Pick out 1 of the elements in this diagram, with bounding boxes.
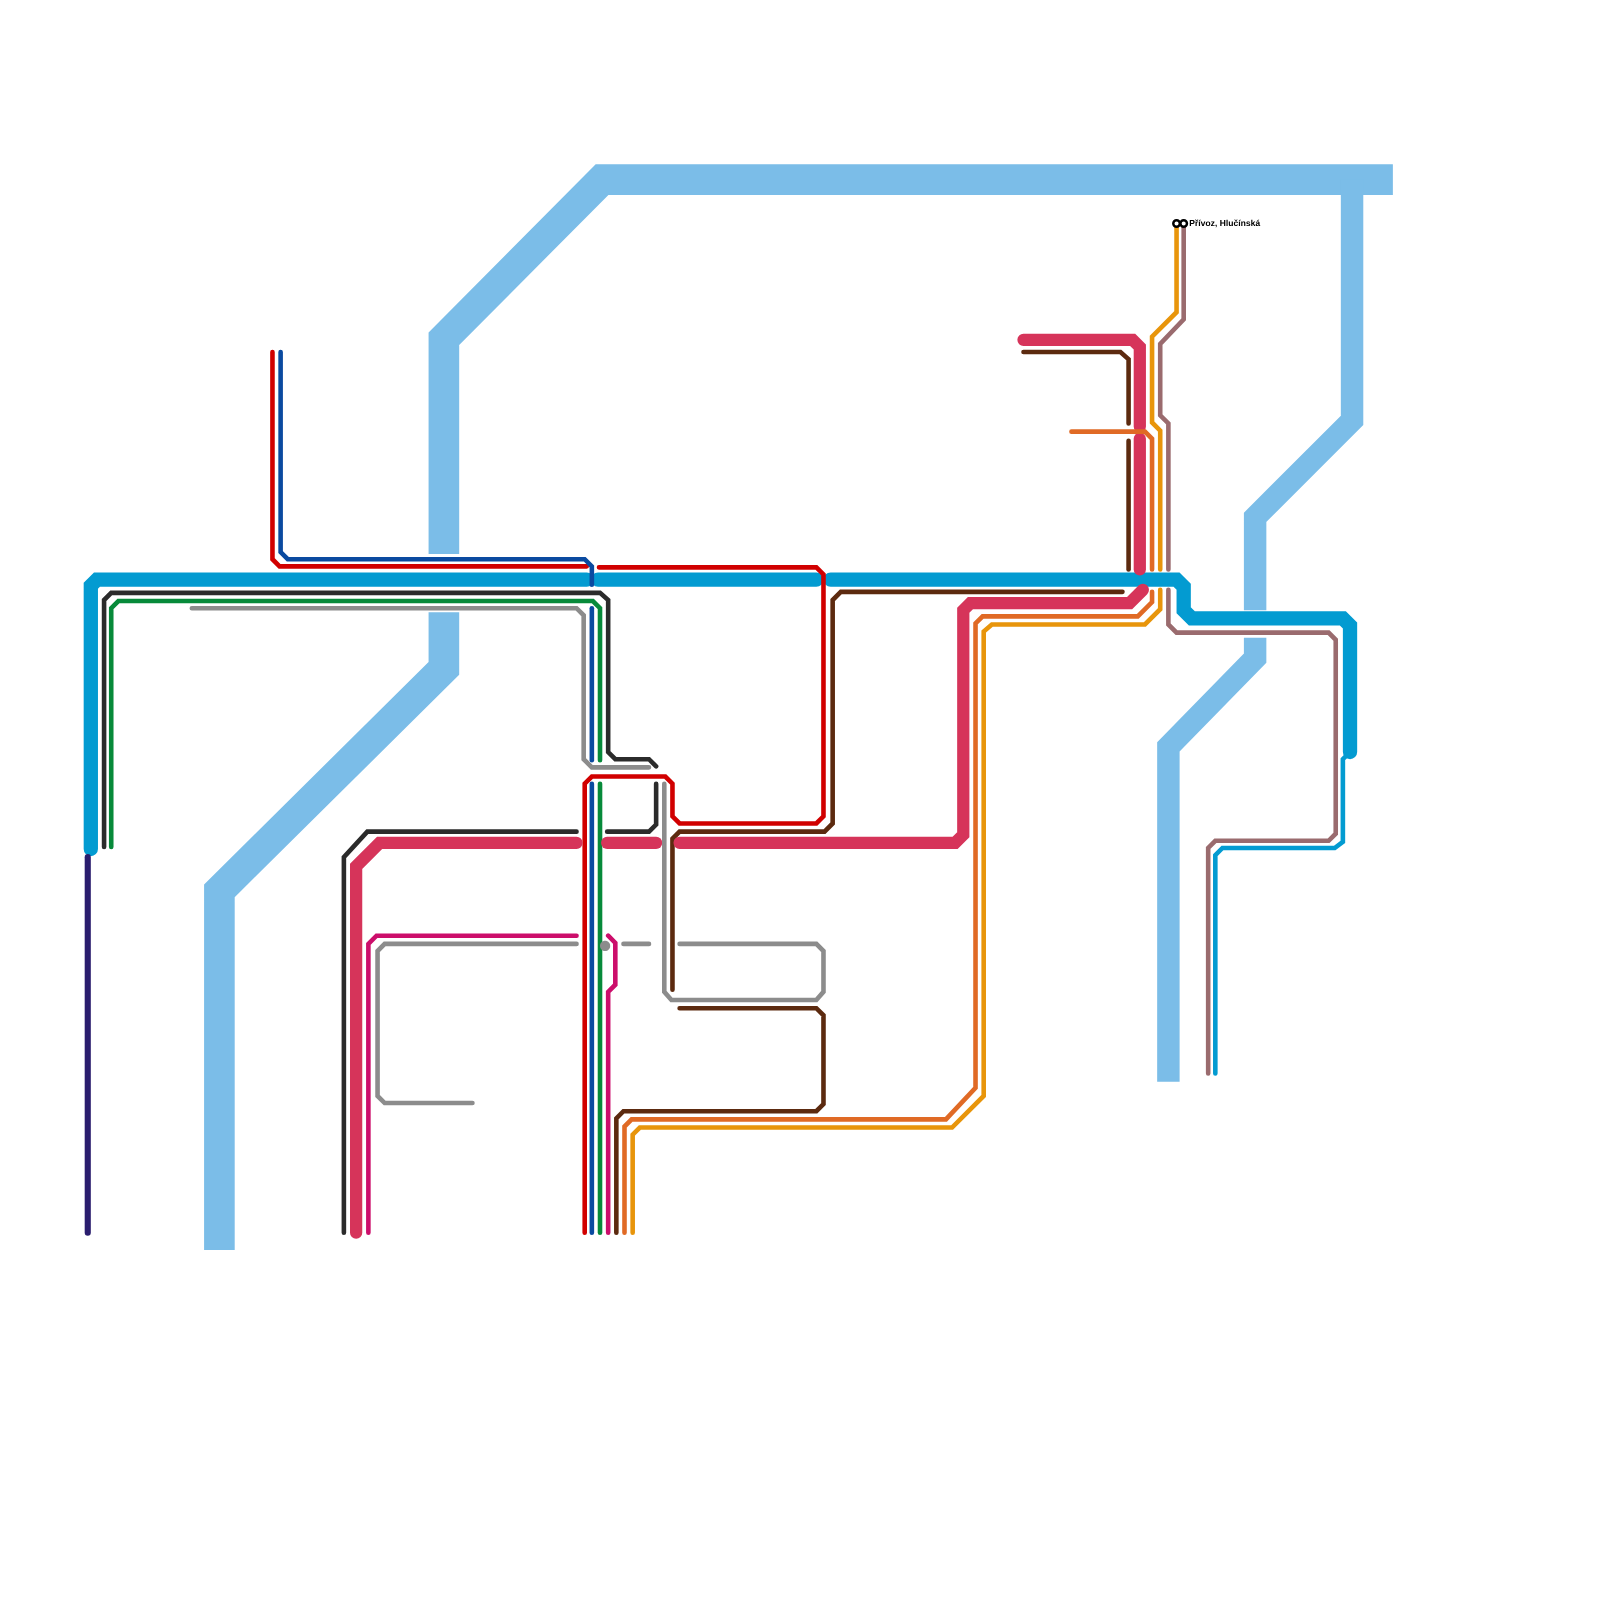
station-label: Přívoz, Hlučínská [1189,219,1261,228]
